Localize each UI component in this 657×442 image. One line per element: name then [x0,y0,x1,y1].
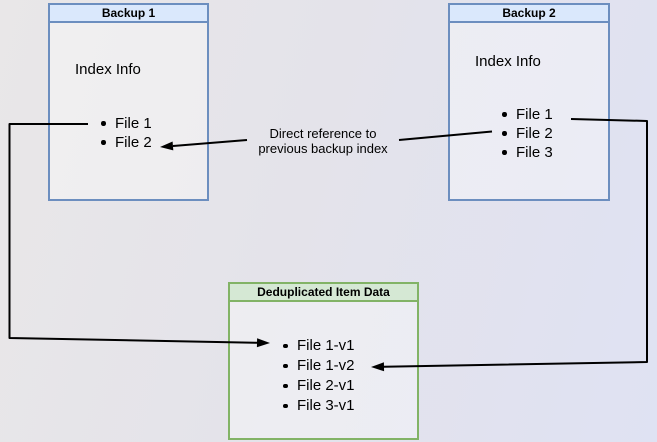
list-item: File 1-v2 [281,356,355,376]
list-item: File 2 [99,133,152,152]
annotation-line2: previous backup index [258,140,388,156]
backup1-box: Backup 1 Index Info File 1 File 2 [48,3,209,201]
annotation-direct-reference: Direct reference to previous backup inde… [238,126,408,156]
dedup-file-list: File 1-v1 File 1-v2 File 2-v1 File 3-v1 [281,336,355,416]
backup1-file-list: File 1 File 2 [99,114,152,152]
list-item: File 2 [500,124,553,143]
backup1-header: Backup 1 [50,5,207,23]
list-item: File 3-v1 [281,396,355,416]
backup2-box: Backup 2 Index Info File 1 File 2 File 3 [448,3,610,201]
dedup-header: Deduplicated Item Data [230,284,417,302]
backup2-title: Backup 2 [502,6,556,20]
list-item: File 1 [500,105,553,124]
dedup-title: Deduplicated Item Data [257,285,390,299]
annotation-line1: Direct reference to [269,126,377,141]
backup2-file-list: File 1 File 2 File 3 [500,105,553,162]
backup2-index-info-label: Index Info [475,53,541,70]
backup2-header: Backup 2 [450,5,608,23]
list-item: File 1-v1 [281,336,355,356]
list-item: File 3 [500,143,553,162]
backup1-index-info-label: Index Info [75,61,141,78]
list-item: File 2-v1 [281,376,355,396]
list-item: File 1 [99,114,152,133]
backup1-title: Backup 1 [101,6,156,20]
dedup-box: Deduplicated Item Data File 1-v1 File 1-… [228,282,419,440]
